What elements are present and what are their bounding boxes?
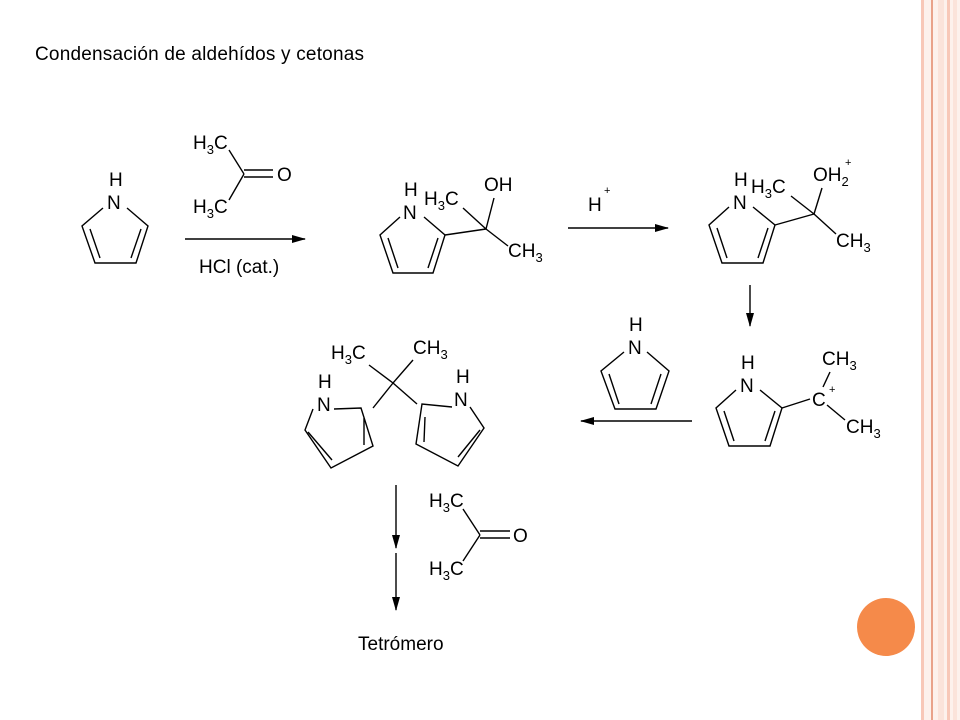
acetone-bottom-h3c-b: H3C bbox=[429, 559, 464, 583]
cation-n-label: N bbox=[740, 376, 754, 397]
acetone-bottom-h3c-a: H3C bbox=[429, 491, 464, 515]
oxonium-n-label: N bbox=[733, 193, 747, 214]
cation-ch3-top: CH3 bbox=[822, 349, 857, 373]
pyrrole-reagent: H N bbox=[600, 315, 670, 410]
border-line-5 bbox=[953, 0, 957, 720]
acetone-bottom-o: O bbox=[513, 526, 528, 547]
dipyrromethane: H3C CH3 H N H N bbox=[304, 338, 485, 469]
dimer-h3c: H3C bbox=[331, 343, 366, 367]
carbocation: H N CH3 C + CH3 bbox=[715, 349, 881, 447]
acetone-top-o: O bbox=[277, 165, 292, 186]
pyrrole2-n-label: N bbox=[628, 338, 642, 359]
dimer-left-h-label: H bbox=[318, 372, 332, 393]
carbinol: H N H3C OH CH3 bbox=[379, 175, 543, 274]
cation-charge: + bbox=[829, 384, 835, 396]
acetone-top: H3C H3C O bbox=[193, 133, 292, 221]
pyrrole-h-label: H bbox=[109, 170, 123, 191]
slide-title: Condensación de aldehídos y cetonas bbox=[35, 44, 365, 65]
border-line-4 bbox=[947, 0, 950, 720]
carbinol-ch3: CH3 bbox=[508, 241, 543, 265]
acetone-top-h3c-a: H3C bbox=[193, 133, 228, 157]
acetone-top-h3c-b: H3C bbox=[193, 197, 228, 221]
dimer-left-n-label: N bbox=[317, 395, 331, 416]
catalyst-label: HCl (cat.) bbox=[199, 257, 279, 278]
pyrrole-n-label: N bbox=[107, 193, 121, 214]
border-line-1 bbox=[921, 0, 924, 720]
proton-h: H bbox=[588, 195, 602, 216]
pyrrole-reactant: H N bbox=[81, 170, 149, 264]
carbinol-h-label: H bbox=[404, 180, 418, 201]
oxonium-h-label: H bbox=[734, 170, 748, 191]
oxonium-h3c: H3C bbox=[751, 177, 786, 201]
oxonium-oh2: OH2 bbox=[813, 165, 849, 189]
oxonium-ch3: CH3 bbox=[836, 231, 871, 255]
oxonium: H N H3C OH2 + CH3 bbox=[708, 157, 871, 264]
dimer-right-h-label: H bbox=[456, 367, 470, 388]
carbinol-oh: OH bbox=[484, 175, 513, 196]
oxonium-charge: + bbox=[845, 157, 851, 169]
accent-circle bbox=[857, 598, 915, 656]
carbinol-h3c: H3C bbox=[424, 189, 459, 213]
cation-ch3-bottom: CH3 bbox=[846, 417, 881, 441]
acetone-bottom: H3C H3C O bbox=[429, 491, 528, 583]
carbinol-n-label: N bbox=[403, 203, 417, 224]
product-label: Tetrómero bbox=[358, 634, 444, 655]
pyrrole2-h-label: H bbox=[629, 315, 643, 336]
cation-h-label: H bbox=[741, 353, 755, 374]
dimer-right-n-label: N bbox=[454, 390, 468, 411]
border-line-2 bbox=[931, 0, 933, 720]
proton-charge: + bbox=[604, 185, 610, 197]
border-line-3 bbox=[938, 0, 944, 720]
cation-c: C bbox=[812, 390, 826, 411]
dimer-ch3: CH3 bbox=[413, 338, 448, 362]
